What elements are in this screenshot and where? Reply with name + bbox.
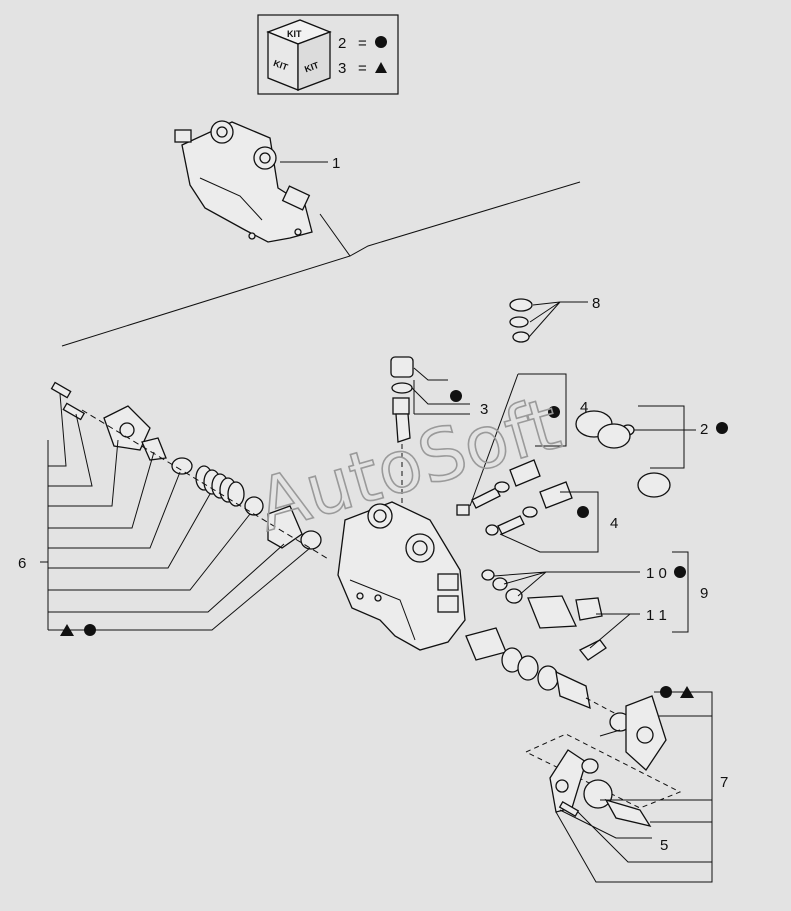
leaders-7	[555, 691, 713, 883]
orings-8	[509, 298, 533, 343]
relief-group-6	[50, 381, 322, 550]
leader-10	[493, 571, 640, 597]
bracket-9	[672, 551, 689, 633]
callout-4b: 4	[610, 515, 618, 532]
leader-4-lower	[499, 491, 599, 553]
seal-set-10	[481, 569, 523, 604]
leader-2	[634, 405, 696, 469]
leader-4-upper	[469, 373, 567, 507]
legend-eq-3: =	[358, 60, 367, 77]
kit-legend: KIT KIT KIT 2 = 3 =	[257, 14, 399, 95]
legend-triangle-icon	[375, 62, 387, 73]
leaders-6	[47, 393, 311, 631]
callout-10: 1 0	[646, 565, 667, 582]
kit-cube-icon: KIT KIT KIT	[266, 19, 332, 91]
callout-6: 6	[18, 555, 26, 572]
callout-2-circle-icon	[716, 422, 728, 434]
cover-group-7	[524, 695, 682, 827]
callout-2: 2	[700, 421, 708, 438]
spool	[465, 627, 591, 710]
leader-11	[589, 613, 640, 649]
legend-number-3: 3	[338, 60, 346, 77]
axis-spool	[585, 697, 621, 717]
section-break-line	[61, 181, 581, 347]
group-7-triangle-icon	[680, 686, 694, 698]
group-7-circle-icon	[660, 686, 672, 698]
assembled-valve	[174, 120, 313, 243]
legend-number-2: 2	[338, 35, 346, 52]
callout-3: 3	[480, 401, 488, 418]
group-6-circle-icon	[84, 624, 96, 636]
legend-circle-icon	[375, 36, 387, 48]
check-valve-lower-4	[485, 481, 573, 536]
check-valve-upper-4	[456, 459, 541, 516]
kit-right-label: KIT	[303, 60, 321, 75]
callout-8: 8	[592, 295, 600, 312]
callout-3-circle-icon	[450, 390, 462, 402]
leader-3	[411, 367, 470, 405]
callout-9: 9	[700, 585, 708, 602]
orings-2	[575, 410, 671, 498]
plunger-stack-3	[390, 356, 414, 443]
callout-10-circle-icon	[674, 566, 686, 578]
legend-eq-2: =	[358, 35, 367, 52]
callout-4a-circle-icon	[548, 406, 560, 418]
kit-left-label: KIT	[272, 58, 290, 73]
callout-5: 5	[660, 837, 668, 854]
valve-body	[337, 501, 466, 651]
kit-top-label: KIT	[287, 29, 302, 39]
callout-11: 1 1	[646, 607, 667, 624]
callout-4a: 4	[580, 399, 588, 416]
callout-4b-circle-icon	[577, 506, 589, 518]
leader-8	[528, 301, 588, 338]
group-6-triangle-icon	[60, 624, 74, 636]
callout-7: 7	[720, 774, 728, 791]
leader-3b	[413, 380, 470, 415]
callout-1: 1	[332, 155, 340, 172]
axis-6	[81, 409, 331, 561]
detent-11	[527, 595, 607, 661]
spring-6	[195, 465, 245, 507]
